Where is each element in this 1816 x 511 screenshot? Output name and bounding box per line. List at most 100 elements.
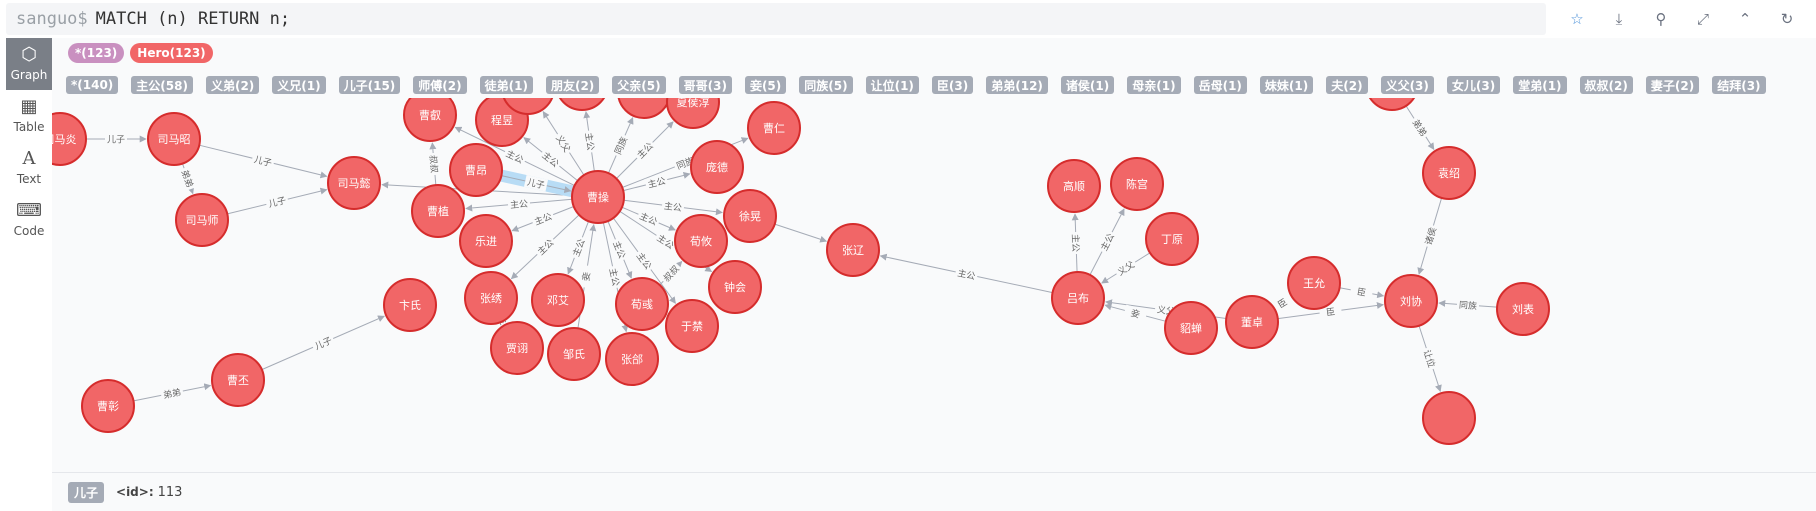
relationship-edge[interactable]: 臣 xyxy=(1277,302,1384,320)
relationship-edge[interactable]: 叔叔 xyxy=(427,142,441,186)
relationship-edge[interactable]: 主公 xyxy=(623,199,723,216)
relationship-edge[interactable]: 诸侯 xyxy=(1417,197,1443,275)
hero-node[interactable]: 邹氏 xyxy=(547,327,601,381)
graph-canvas-area[interactable] xyxy=(52,38,1816,472)
relationship-edge[interactable]: 儿子 xyxy=(86,133,147,146)
rel-type-pill[interactable]: 父亲(5) xyxy=(612,76,666,94)
hero-node[interactable]: 袁绍 xyxy=(1422,146,1476,200)
rel-type-pill[interactable]: 儿子(15) xyxy=(338,76,401,94)
hero-node[interactable]: 曹丕 xyxy=(211,353,265,407)
rel-type-pill[interactable]: 结拜(3) xyxy=(1712,76,1766,94)
query-editor[interactable]: sanguo$ MATCH (n) RETURN n; xyxy=(6,3,1546,35)
hero-node[interactable]: 陈宫 xyxy=(1110,157,1164,211)
rel-type-pill[interactable]: 徒弟(1) xyxy=(479,76,533,94)
rel-type-pill[interactable]: 主公(58) xyxy=(131,76,193,94)
hero-node[interactable] xyxy=(1366,98,1418,111)
rel-type-pill[interactable]: 弟弟(12) xyxy=(986,76,1048,94)
hero-node[interactable]: 司马炎 xyxy=(52,112,87,166)
hero-node[interactable]: 貂蝉 xyxy=(1164,301,1218,355)
relationship-edge[interactable]: 主公 xyxy=(465,196,573,212)
hero-node[interactable]: 钟会 xyxy=(708,260,762,314)
rel-type-pill[interactable]: 师傅(2) xyxy=(413,76,467,94)
label-pill-hero[interactable]: Hero(123) xyxy=(130,43,213,63)
hero-node[interactable] xyxy=(1422,391,1476,445)
rel-type-pill[interactable]: 岳母(1) xyxy=(1193,76,1247,94)
hero-node[interactable]: 丁原 xyxy=(1145,212,1199,266)
expand-icon[interactable]: ⤢ xyxy=(1696,10,1709,28)
hero-node[interactable]: 卞氏 xyxy=(383,278,437,332)
rel-type-pill[interactable]: 母亲(1) xyxy=(1127,76,1181,94)
rel-type-pill[interactable]: 堂弟(1) xyxy=(1513,76,1567,94)
query-text[interactable]: MATCH (n) RETURN n; xyxy=(95,9,291,29)
pin-icon[interactable]: ⚲ xyxy=(1655,10,1667,28)
relationship-edge[interactable] xyxy=(774,223,828,243)
relationship-edge[interactable]: 义父 xyxy=(1101,252,1151,284)
relationship-edge[interactable]: 妾 xyxy=(1104,303,1166,322)
close-icon[interactable]: ✕ xyxy=(1808,8,1816,30)
rel-type-pill[interactable]: 义弟(2) xyxy=(205,76,260,94)
relationship-edge[interactable]: 让位 xyxy=(1418,325,1442,393)
relationship-edge[interactable]: 儿子 xyxy=(261,315,385,371)
relationship-edge[interactable]: 臣 xyxy=(1339,283,1385,300)
rel-type-pill[interactable]: 叔叔(2) xyxy=(1579,76,1633,94)
relationship-edge[interactable]: 弟弟 xyxy=(178,163,197,195)
hero-node[interactable]: 夏侯淳 xyxy=(666,98,720,129)
relationship-edge[interactable]: 义父 xyxy=(542,110,585,176)
rel-type-pill[interactable]: 夫(2) xyxy=(1326,76,1368,94)
rel-type-pill[interactable]: 义父(3) xyxy=(1380,76,1434,94)
relationship-edge[interactable]: 主公 xyxy=(582,111,598,172)
hero-node[interactable]: 曹植 xyxy=(411,184,465,238)
rel-type-pill[interactable]: 诸侯(1) xyxy=(1060,76,1115,94)
relationship-edge[interactable]: 主公 xyxy=(1069,213,1083,273)
hero-node[interactable]: 司马懿 xyxy=(327,156,381,210)
rel-type-pill[interactable]: 同族(5) xyxy=(799,76,853,94)
hero-node[interactable]: 荀彧 xyxy=(615,277,669,331)
relationship-edge[interactable]: 儿子 xyxy=(495,169,577,197)
relationship-edge[interactable]: 同族 xyxy=(1438,298,1498,312)
hero-node[interactable]: 荀攸 xyxy=(674,214,728,268)
hero-node[interactable]: 张郃 xyxy=(605,332,659,386)
hero-node[interactable]: 张辽 xyxy=(826,223,880,277)
hero-node[interactable]: 邓艾 xyxy=(531,273,585,327)
hero-node[interactable]: 曹叡 xyxy=(403,98,457,142)
hero-node[interactable]: 曹彰 xyxy=(81,379,135,433)
rel-type-pill[interactable]: 朋友(2) xyxy=(545,76,600,94)
hero-node[interactable]: 司马师 xyxy=(175,193,229,247)
rel-type-pill[interactable]: 让位(1) xyxy=(865,76,919,94)
sidebar-item-text[interactable]: A Text xyxy=(6,142,52,194)
relationship-edge[interactable]: 臣 xyxy=(1269,292,1295,314)
relationship-edge[interactable]: 儿子 xyxy=(199,144,328,179)
rel-type-pill[interactable]: 臣(3) xyxy=(931,76,974,94)
relationship-edge[interactable]: 主公 xyxy=(623,171,691,192)
sidebar-item-code[interactable]: ⌨ Code xyxy=(6,194,52,246)
rel-type-pill[interactable]: 妾(5) xyxy=(744,76,787,94)
relationship-edge[interactable]: 弟弟 xyxy=(1405,105,1435,151)
relationship-edge[interactable]: 主公 xyxy=(879,253,1053,294)
hero-node[interactable]: 贾诩 xyxy=(490,321,544,375)
relationship-edge[interactable]: 弟弟 xyxy=(133,383,212,402)
star-icon[interactable]: ☆ xyxy=(1570,10,1584,28)
rel-type-pill[interactable]: 义兄(1) xyxy=(272,76,326,94)
hero-node[interactable]: 高顺 xyxy=(1047,159,1101,213)
sidebar-item-table[interactable]: ▦ Table xyxy=(6,90,52,142)
collapse-icon[interactable]: ⌃ xyxy=(1738,10,1752,28)
refresh-icon[interactable]: ↻ xyxy=(1780,10,1794,28)
rel-type-pill[interactable]: 哥哥(3) xyxy=(678,76,732,94)
hero-node[interactable] xyxy=(556,98,608,111)
relationship-edge[interactable]: 儿子 xyxy=(227,187,328,215)
rel-type-pill[interactable]: *(140) xyxy=(66,76,119,94)
hero-node[interactable]: 董卓 xyxy=(1225,295,1279,349)
hero-node[interactable]: 曹仁 xyxy=(747,101,801,155)
hero-node[interactable]: 庞德 xyxy=(690,140,744,194)
relationship-edge[interactable]: 主公 xyxy=(1089,208,1125,276)
rel-type-pill[interactable]: 女儿(3) xyxy=(1446,76,1501,94)
hero-node[interactable]: 王允 xyxy=(1287,256,1341,310)
rel-type-pill[interactable]: 妻子(2) xyxy=(1645,76,1700,94)
hero-node[interactable]: 乐进 xyxy=(459,214,513,268)
sidebar-item-graph[interactable]: ⬡ Graph xyxy=(6,38,52,90)
hero-node[interactable]: 于禁 xyxy=(665,299,719,353)
rel-type-pill[interactable]: 妹妹(1) xyxy=(1259,76,1314,94)
relationship-edge[interactable]: 叔叔 xyxy=(658,260,683,286)
relationship-edge[interactable]: 同族 xyxy=(607,117,634,174)
hero-node[interactable]: 张绣 xyxy=(464,271,518,325)
